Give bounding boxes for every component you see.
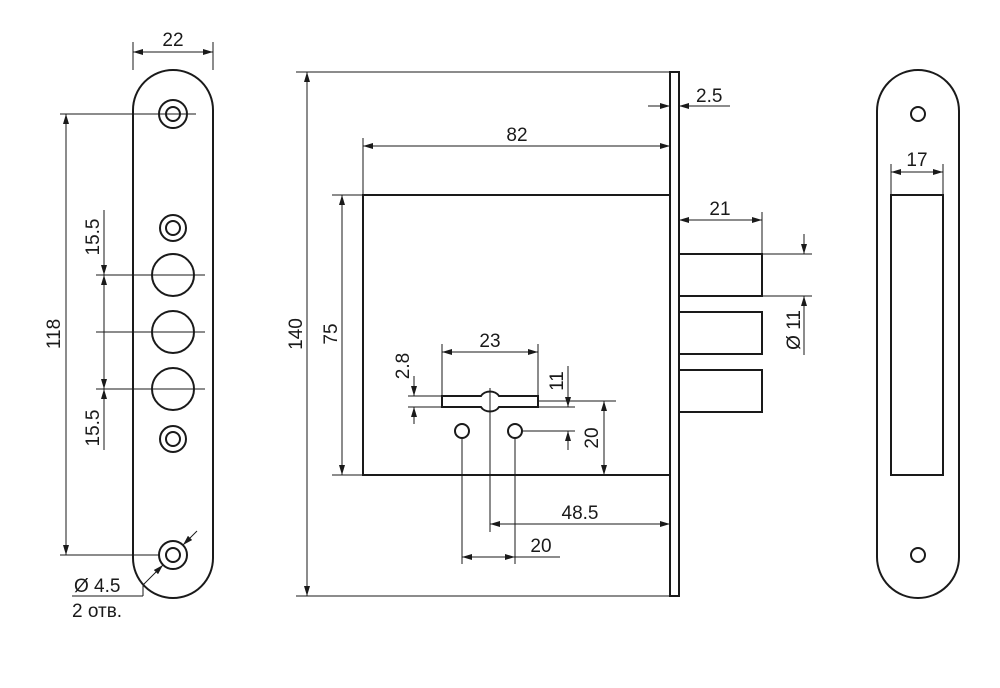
dim-pin-height-label: 20	[582, 427, 603, 448]
pin-hole-left	[454, 423, 470, 439]
dim-faceplate-width: 22	[132, 30, 214, 70]
dim-bolt-projection: 21	[679, 199, 763, 254]
dim-screw-hole-diameter-label: Ø 4.5	[74, 576, 120, 597]
dim-screw-hole-diameter: Ø 4.5 2 отв.	[72, 530, 198, 622]
upper-small-hole	[159, 214, 187, 242]
dim-strike-opening-width-label: 17	[906, 150, 927, 171]
strike-plate-outline	[876, 69, 960, 599]
lock-body-view: 140 75 82 2.5 21	[286, 71, 812, 597]
strike-opening	[890, 194, 944, 476]
lock-case	[362, 194, 671, 476]
dim-keyhole-width: 23	[441, 331, 539, 396]
strike-plate-view: 17	[876, 69, 960, 599]
dim-body-height: 75	[321, 194, 363, 476]
dim-keyhole-slot-label: 2.8	[393, 353, 414, 379]
dim-bolt-projection-label: 21	[709, 199, 730, 220]
dim-bolt-diameter: Ø 11	[762, 234, 812, 355]
dim-body-height-label: 75	[321, 323, 342, 344]
dim-keyhole-slot: 2.8	[393, 353, 442, 424]
faceplate-outline	[132, 69, 214, 599]
dim-total-height: 140	[286, 71, 670, 597]
dim-faceplate-width-label: 22	[162, 30, 183, 51]
dim-pin-height: 20	[538, 400, 616, 475]
dim-keyhole-offset-label: 11	[547, 371, 568, 391]
dim-pin-spacing: 20	[461, 438, 560, 564]
pin-hole-right	[507, 423, 523, 439]
strike-bottom-hole	[910, 547, 926, 563]
dim-keyhole-offset: 11	[522, 366, 575, 450]
strike-top-hole	[910, 106, 926, 122]
bolt-2	[678, 311, 763, 355]
dim-keyhole-position-label: 48.5	[562, 503, 599, 524]
faceplate-view: 22 118 15.5 15.5 Ø 4.5 2	[44, 30, 214, 622]
dim-keyhole-width-label: 23	[479, 331, 500, 352]
dim-bolt-diameter-label: Ø 11	[784, 310, 805, 350]
dim-faceplate-thickness: 2.5	[648, 86, 730, 109]
faceplate-strip	[669, 71, 680, 597]
screw-hole-count-label: 2 отв.	[72, 601, 122, 622]
dim-strike-opening-width: 17	[890, 150, 944, 195]
bolt-1	[678, 253, 763, 297]
dim-bolt-spacing-top-label: 15.5	[83, 219, 104, 256]
dim-screw-spacing-label: 118	[44, 319, 65, 349]
dim-backset-label: 82	[506, 125, 527, 146]
dim-bolt-spacing-bottom-label: 15.5	[83, 410, 104, 447]
dim-screw-spacing: 118	[44, 113, 196, 556]
dim-faceplate-thickness-label: 2.5	[696, 86, 722, 107]
dim-total-height-label: 140	[286, 318, 307, 350]
dim-keyhole-position: 48.5	[489, 388, 670, 532]
dim-backset: 82	[362, 125, 670, 195]
bottom-screw-hole	[158, 540, 188, 570]
dim-pin-spacing-label: 20	[530, 536, 551, 557]
bolt-3	[678, 369, 763, 413]
lower-small-hole	[159, 425, 187, 453]
dim-bolt-spacing: 15.5 15.5	[83, 210, 205, 450]
